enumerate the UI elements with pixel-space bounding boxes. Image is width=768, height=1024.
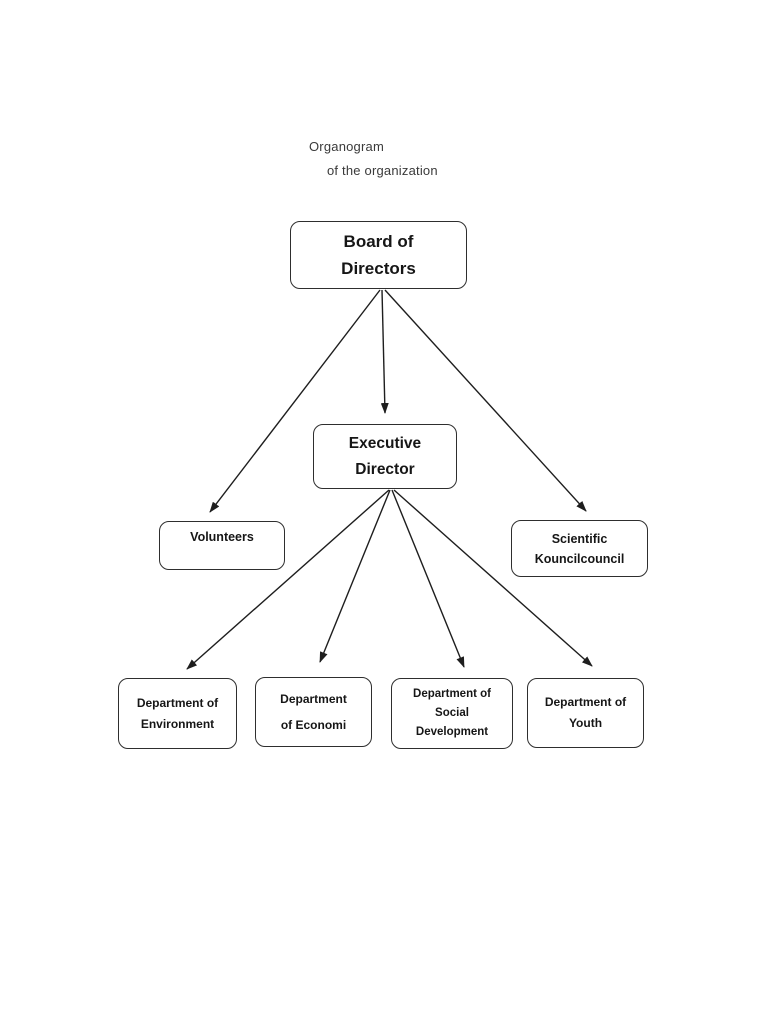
connector-executive-social <box>391 489 465 668</box>
node-label-line: Development <box>415 726 489 738</box>
connector-board-executive <box>380 289 389 414</box>
connector-executive-economi <box>319 489 391 663</box>
org-node-volunteers: Volunteers <box>159 521 285 570</box>
node-label-line: Volunteers <box>190 530 254 544</box>
node-label-line: Scientific <box>551 531 608 546</box>
org-node-department-social-development: Department of Social Development <box>391 678 513 749</box>
org-node-board-of-directors: Board of Directors <box>290 221 467 289</box>
org-node-scientific-council: Scientific Kouncilcouncil <box>511 520 648 577</box>
node-label-line: Department of <box>136 695 219 710</box>
page-title: Organogram <box>309 139 384 154</box>
node-label-line: Youth <box>568 716 603 730</box>
node-label-line: Social <box>435 707 469 719</box>
org-node-department-environment: Department of Environment <box>118 678 237 749</box>
node-label-line: Executive <box>348 434 422 452</box>
node-label-line: Kouncilcouncil <box>534 551 625 566</box>
node-label-line: Department of <box>544 695 627 709</box>
connector-executive-environment <box>186 489 390 670</box>
node-label-line: Board of <box>343 232 414 251</box>
org-node-executive-director: Executive Director <box>313 424 457 489</box>
node-label-line: Department of <box>413 688 491 700</box>
node-label-line: Environment <box>140 716 215 731</box>
org-node-department-economi: Department of Economi <box>255 677 372 747</box>
node-label-line: Department <box>280 692 347 706</box>
org-node-department-youth: Department of Youth <box>527 678 644 748</box>
connector-executive-youth <box>393 489 593 667</box>
node-label-line: Directors <box>341 259 416 278</box>
page-subtitle: of the organization <box>327 163 438 178</box>
node-label-line: Director <box>355 460 415 478</box>
node-label-line: of Economi <box>280 718 347 732</box>
